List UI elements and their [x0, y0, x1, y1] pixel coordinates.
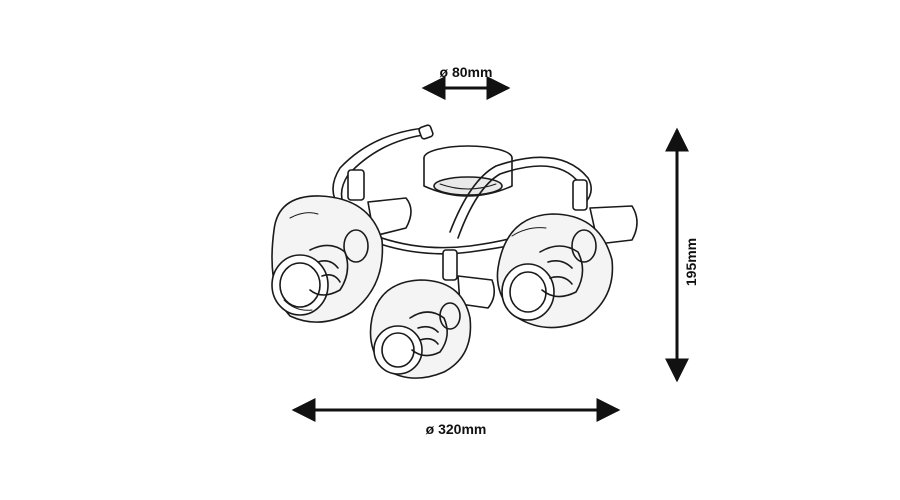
lamp-drawing	[271, 124, 638, 379]
height-dimension: 195mm	[665, 127, 699, 383]
height-label: 195mm	[683, 238, 699, 286]
spotlight-left	[271, 195, 412, 323]
bottom-diameter-dimension: ø 320mm	[291, 398, 621, 437]
ceiling-canopy	[423, 145, 513, 197]
bottom-diameter-label: ø 320mm	[426, 421, 487, 437]
spot-holders	[347, 169, 588, 281]
top-diameter-label: ø 80mm	[440, 64, 493, 80]
spotlight-middle	[369, 275, 496, 379]
top-diameter-dimension: ø 80mm	[421, 64, 511, 100]
spotlight-right	[496, 205, 638, 329]
